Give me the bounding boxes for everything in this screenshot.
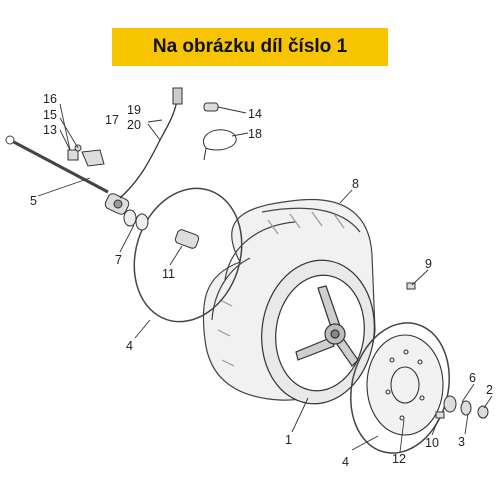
seal-ring-left <box>133 187 243 323</box>
wheel-rim <box>261 259 375 405</box>
callout-19: 19 <box>127 103 141 117</box>
callout-3: 3 <box>458 435 465 449</box>
retaining-wire <box>202 129 237 161</box>
callout-10: 10 <box>425 436 439 450</box>
callout-8: 8 <box>352 177 359 191</box>
speedometer-cable <box>119 94 179 199</box>
callout-4-left: 4 <box>126 339 133 353</box>
bolt-9 <box>406 282 416 290</box>
axle <box>5 135 109 194</box>
callout-5: 5 <box>30 194 37 208</box>
callout-6: 6 <box>469 371 476 385</box>
callout-12: 12 <box>392 452 406 466</box>
callout-1: 1 <box>285 433 292 447</box>
callout-11: 11 <box>162 267 175 281</box>
brake-disc <box>366 334 444 436</box>
callout-16: 16 <box>43 92 57 106</box>
mounting-bracket <box>67 144 105 167</box>
callout-2: 2 <box>486 383 493 397</box>
callout-17: 17 <box>105 113 119 127</box>
speedometer-drive <box>104 193 130 215</box>
callout-7: 7 <box>115 253 122 267</box>
callout-15: 15 <box>43 108 57 122</box>
bolt-10 <box>435 411 445 419</box>
callout-20: 20 <box>127 118 141 132</box>
left-bearings <box>123 209 149 231</box>
leader-lines <box>37 103 493 453</box>
callout-13: 13 <box>43 123 57 137</box>
banner-title: Na obrázku díl číslo 1 <box>152 36 348 57</box>
spacer-sleeve <box>174 229 200 249</box>
callout-9: 9 <box>425 257 432 271</box>
cable-connector <box>172 87 183 105</box>
callout-18: 18 <box>248 127 262 141</box>
callout-14: 14 <box>248 107 262 121</box>
callout-4-right: 4 <box>342 455 349 469</box>
cable-clip <box>203 102 219 112</box>
right-bearings <box>443 395 489 419</box>
title-banner: Na obrázku díl číslo 1 <box>112 28 388 66</box>
